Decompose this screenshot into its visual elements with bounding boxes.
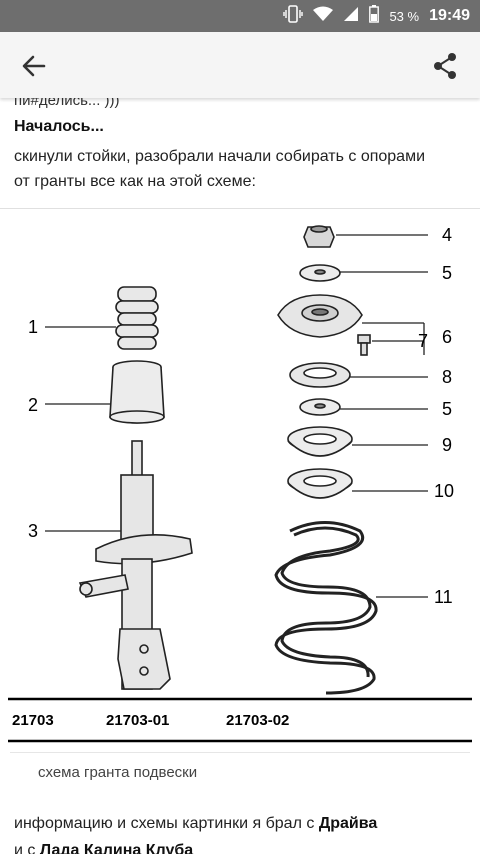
diagram-label-7: 7	[418, 331, 428, 351]
model-label-3: 21703-02	[226, 712, 289, 729]
post-content: пи#делись... ))) Началось... скинули сто…	[0, 98, 480, 854]
image-caption: схема гранта подвески	[38, 764, 198, 781]
model-label-1: 21703	[12, 712, 54, 729]
previous-text-fragment: пи#делись... )))	[14, 98, 120, 109]
share-icon[interactable]	[432, 52, 458, 80]
caption-divider	[10, 752, 470, 753]
wifi-icon	[313, 6, 334, 26]
model-label-2: 21703-01	[106, 712, 169, 729]
vibrate-icon	[283, 5, 304, 27]
footer-text-1: информацию и схемы картинки я брал с	[14, 815, 319, 832]
post-paragraph: скинули стойки, разобрали начали собират…	[14, 148, 426, 190]
status-bar: 53 % 19:49	[0, 0, 480, 32]
diagram-label-8: 8	[442, 367, 452, 387]
suspension-diagram[interactable]: 1 2 3 4 5 7 6 8 5 9 10 11 21703 21703-01…	[0, 208, 480, 749]
diagram-label-11: 11	[434, 587, 453, 607]
washer-part-2	[299, 398, 341, 416]
clock: 19:49	[429, 7, 470, 24]
diagram-label-4: 4	[442, 225, 452, 245]
battery-icon	[369, 5, 380, 27]
upper-spring-seat-part	[287, 426, 353, 457]
coil-spring-part	[274, 521, 378, 695]
diagram-label-6: 6	[442, 327, 452, 347]
diagram-label-9: 9	[442, 435, 452, 455]
washer-part	[299, 264, 341, 282]
bump-stop-part	[115, 286, 159, 350]
post-title: Началось...	[14, 118, 104, 135]
bearing-part	[289, 362, 351, 388]
drive-link[interactable]: Драйва	[318, 815, 378, 832]
diagram-label-1: 1	[28, 317, 38, 337]
diagram-label-3: 3	[28, 521, 38, 541]
strut-mount-part	[277, 294, 363, 338]
diagram-label-5: 5	[442, 263, 452, 283]
bolt-part	[357, 334, 371, 356]
app-bar	[0, 32, 480, 98]
diagram-label-5b: 5	[442, 399, 452, 419]
post-footer-text: информацию и схемы картинки я брал с Дра…	[14, 810, 474, 854]
strut-part	[78, 440, 193, 690]
diagram-label-2: 2	[28, 395, 38, 415]
battery-percent: 53 %	[389, 8, 420, 24]
footer-text-2: и с	[14, 842, 40, 854]
signal-icon	[343, 6, 359, 26]
back-arrow-icon[interactable]	[20, 52, 48, 80]
diagram-label-10: 10	[434, 481, 454, 501]
nut-part	[303, 225, 335, 248]
spring-insulator-part	[287, 468, 353, 499]
boot-part	[109, 360, 165, 424]
kalina-club-link[interactable]: Лада Калина Клуба	[39, 842, 194, 854]
